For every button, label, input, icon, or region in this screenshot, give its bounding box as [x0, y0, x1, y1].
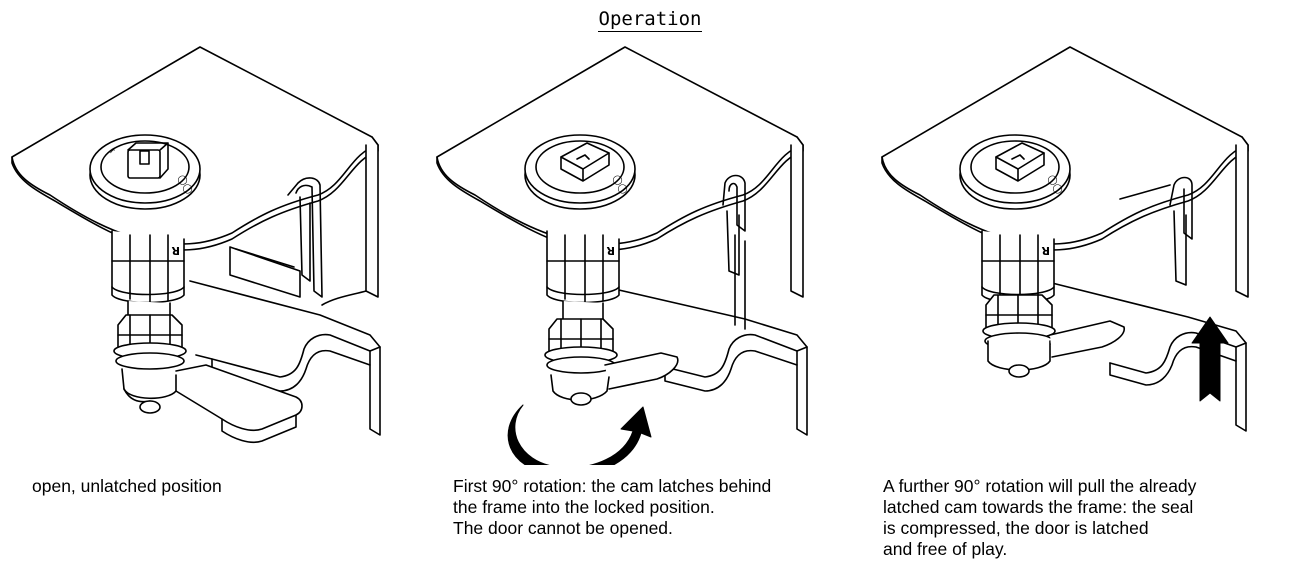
r-marking: R	[606, 244, 615, 257]
frame	[189, 280, 381, 436]
cam	[121, 364, 303, 432]
pull-up-arrow	[1191, 316, 1229, 402]
step-2-illustration: ◯◯ R	[425, 35, 865, 465]
step-1-caption: open, unlatched position	[32, 476, 222, 496]
r-marking: R	[1041, 244, 1050, 257]
step-3-illustration: ◯◯ R	[870, 35, 1310, 465]
step-1-illustration: ◯◯ → R	[0, 35, 440, 465]
rotation-arrow	[507, 404, 652, 465]
door-panel	[11, 46, 379, 245]
diagram-title: Operation	[597, 8, 703, 32]
step-3-caption: A further 90° rotation will pull the alr…	[883, 476, 1197, 559]
r-marking: R	[171, 244, 180, 257]
step-2-caption: First 90° rotation: the cam latches behi…	[453, 476, 772, 538]
door-panel	[881, 46, 1249, 245]
svg-text:→: →	[107, 145, 118, 156]
frame	[596, 284, 808, 436]
frame	[1051, 282, 1247, 432]
